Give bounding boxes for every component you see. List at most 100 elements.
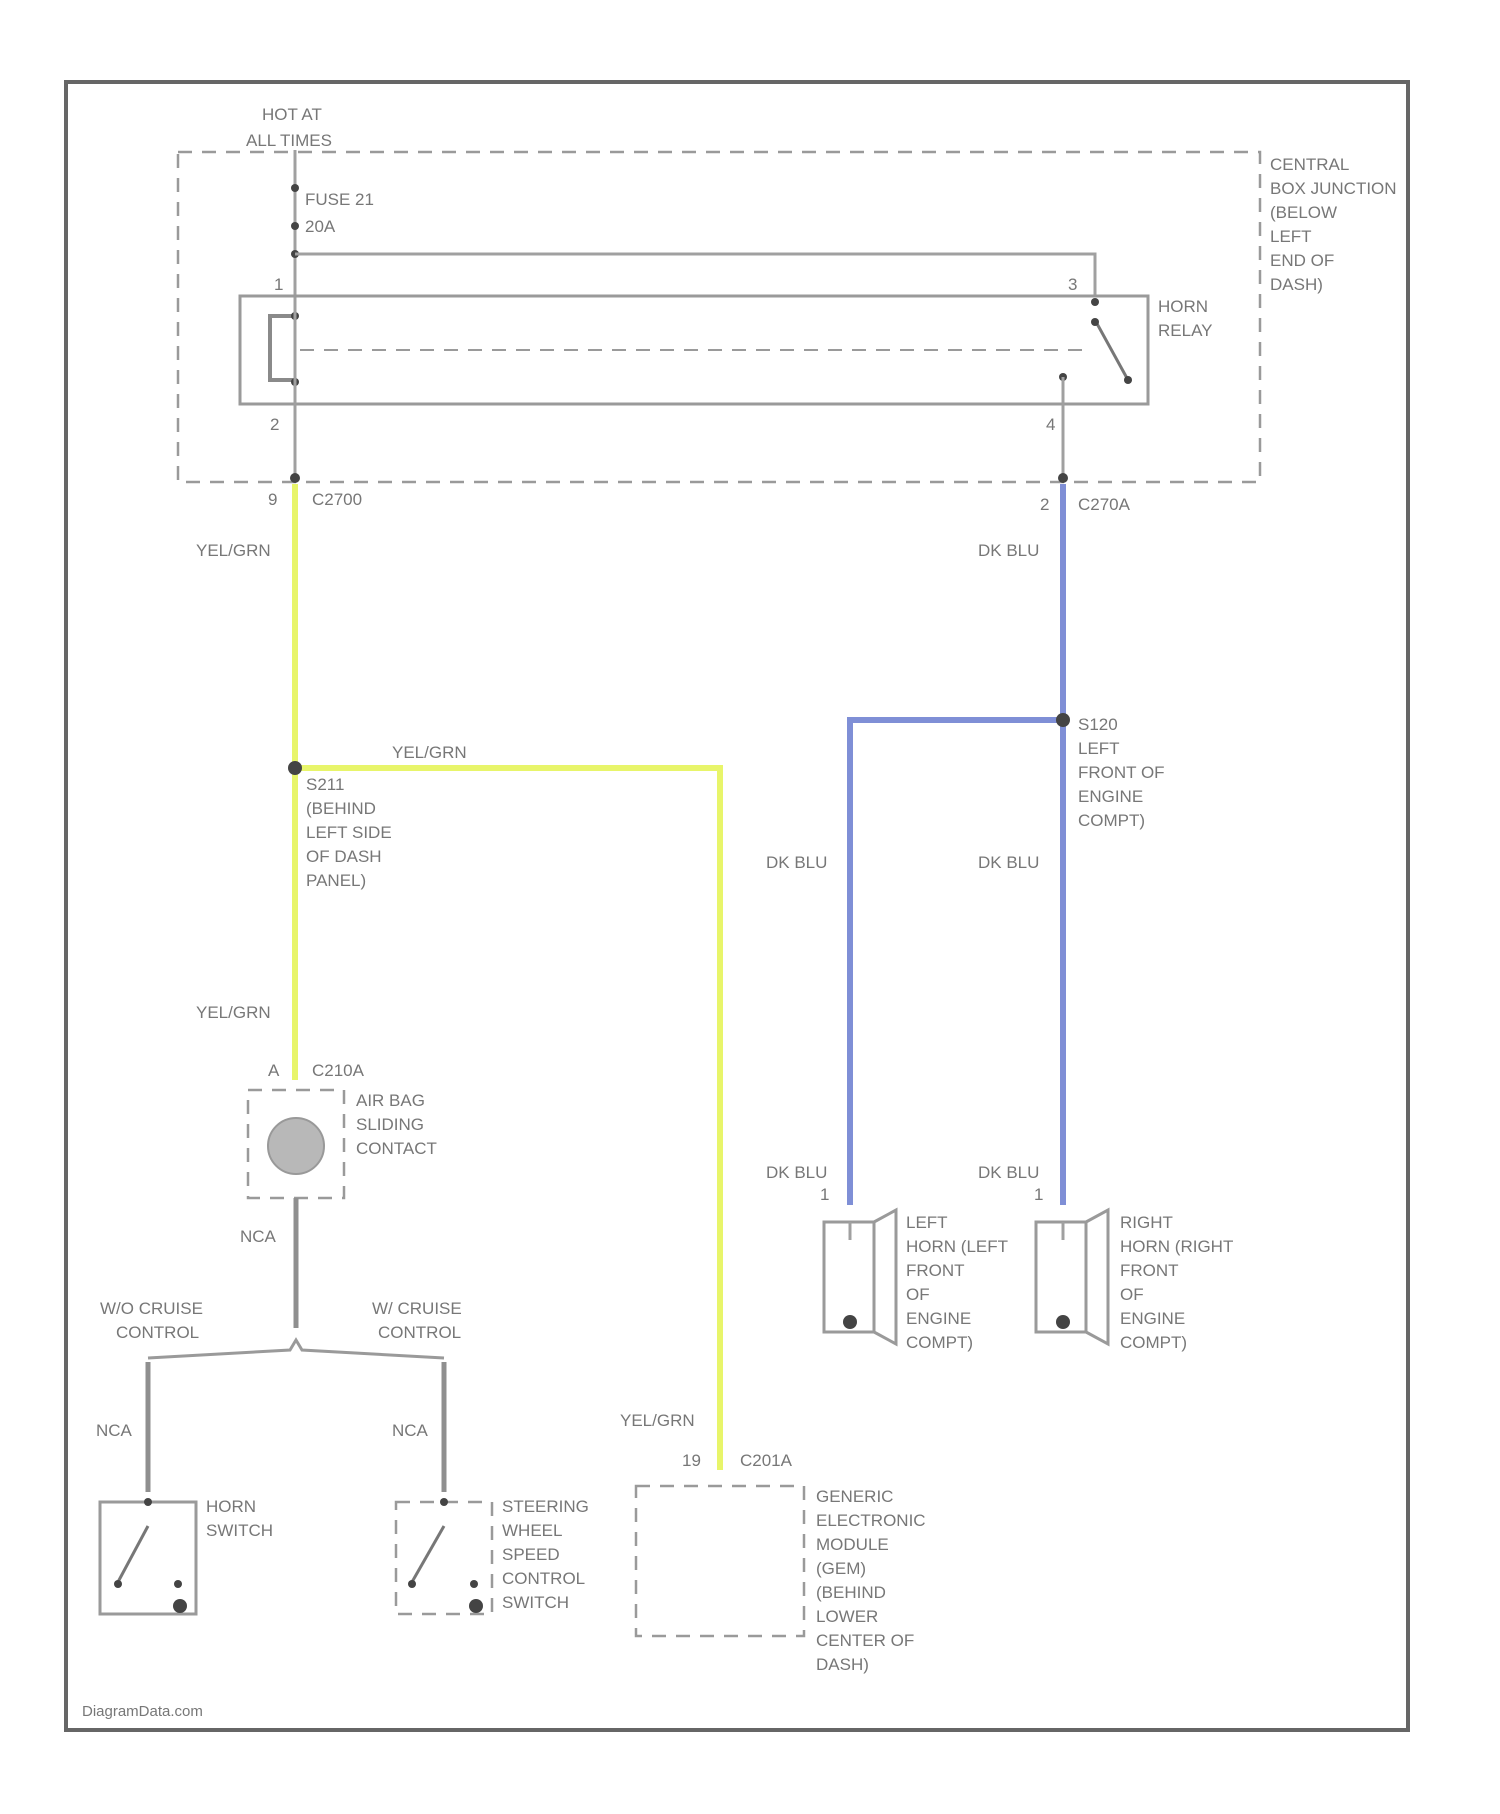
- right-horn-pin: 1: [1034, 1185, 1043, 1204]
- right-horn-label-3: FRONT: [1120, 1261, 1179, 1280]
- speed-switch-label-2: WHEEL: [502, 1521, 562, 1540]
- gem-label-8: DASH): [816, 1655, 869, 1674]
- speed-control-switch-ground: [469, 1599, 483, 1613]
- left-horn-label-5: ENGINE: [906, 1309, 971, 1328]
- junction-box-label-3: (BELOW: [1270, 203, 1337, 222]
- without-cruise-label-1: W/O CRUISE: [100, 1299, 203, 1318]
- wire-label-dk-blu-5: DK BLU: [978, 1163, 1039, 1182]
- right-horn-label-2: HORN (RIGHT: [1120, 1237, 1233, 1256]
- left-horn-label-6: COMPT): [906, 1333, 973, 1352]
- airbag-label-3: CONTACT: [356, 1139, 437, 1158]
- airbag-contact-disc: [268, 1118, 324, 1174]
- horn-relay-label-1: HORN: [1158, 297, 1208, 316]
- splice-s120-dot: [1056, 713, 1070, 727]
- junction-box-label-5: END OF: [1270, 251, 1334, 270]
- gem-label-3: MODULE: [816, 1535, 889, 1554]
- gem-label-1: GENERIC: [816, 1487, 893, 1506]
- horn-relay-label-2: RELAY: [1158, 321, 1213, 340]
- airbag-label-1: AIR BAG: [356, 1091, 425, 1110]
- wire-label-nca-3: NCA: [392, 1421, 429, 1440]
- s120-line3: FRONT OF: [1078, 763, 1165, 782]
- wire-label-yel-grn-1: YEL/GRN: [196, 541, 271, 560]
- c2700-pin: 9: [268, 490, 277, 509]
- c270a-pin: 2: [1040, 495, 1049, 514]
- wire-label-yel-grn-3: YEL/GRN: [196, 1003, 271, 1022]
- dk-blu-wire-left-horn: [850, 720, 1063, 1205]
- airbag-label-2: SLIDING: [356, 1115, 424, 1134]
- wire-label-dk-blu-1: DK BLU: [978, 541, 1039, 560]
- s120-line2: LEFT: [1078, 739, 1120, 758]
- right-horn-bell: [1086, 1210, 1108, 1344]
- relay-switch-contact: [1095, 320, 1128, 380]
- junction-box-label-1: CENTRAL: [1270, 155, 1349, 174]
- speed-control-switch-contact: [412, 1526, 444, 1582]
- horn-switch-label-1: HORN: [206, 1497, 256, 1516]
- fuse-name: FUSE 21: [305, 190, 374, 209]
- relay-pin-3: 3: [1068, 275, 1077, 294]
- junction-box-label-2: BOX JUNCTION: [1270, 179, 1397, 198]
- wire-label-dk-blu-4: DK BLU: [766, 1163, 827, 1182]
- wire-label-dk-blu-2: DK BLU: [766, 853, 827, 872]
- horn-switch-ground: [173, 1599, 187, 1613]
- left-horn-label-1: LEFT: [906, 1213, 948, 1232]
- left-horn-pin: 1: [820, 1185, 829, 1204]
- without-cruise-label-2: CONTROL: [116, 1323, 199, 1342]
- right-horn-label-1: RIGHT: [1120, 1213, 1173, 1232]
- c2700-name: C2700: [312, 490, 362, 509]
- gem-label-4: (GEM): [816, 1559, 866, 1578]
- left-horn-label-3: FRONT: [906, 1261, 965, 1280]
- right-horn-label-6: COMPT): [1120, 1333, 1187, 1352]
- wire-label-nca-2: NCA: [96, 1421, 133, 1440]
- s211-line2: (BEHIND: [306, 799, 376, 818]
- gem-label-5: (BEHIND: [816, 1583, 886, 1602]
- horn-switch-box: [100, 1502, 196, 1614]
- c210a-name: C210A: [312, 1061, 365, 1080]
- gem-label-6: LOWER: [816, 1607, 878, 1626]
- relay-pin-1: 1: [274, 275, 283, 294]
- s211-line5: PANEL): [306, 871, 366, 890]
- c201a-pin: 19: [682, 1451, 701, 1470]
- s211-line3: LEFT SIDE: [306, 823, 392, 842]
- speed-switch-label-4: CONTROL: [502, 1569, 585, 1588]
- source-label-line1: HOT AT: [262, 105, 322, 124]
- horn-switch-label-2: SWITCH: [206, 1521, 273, 1540]
- junction-box-label-6: DASH): [1270, 275, 1323, 294]
- s120-line5: COMPT): [1078, 811, 1145, 830]
- relay-coil: [270, 316, 295, 380]
- splice-s211-dot: [288, 761, 302, 775]
- gem-box: [636, 1486, 804, 1636]
- source-label-line2: ALL TIMES: [246, 131, 332, 150]
- relay-pin-4: 4: [1046, 415, 1055, 434]
- with-cruise-label-1: W/ CRUISE: [372, 1299, 462, 1318]
- s120-line4: ENGINE: [1078, 787, 1143, 806]
- gem-label-2: ELECTRONIC: [816, 1511, 926, 1530]
- c270a-name: C270A: [1078, 495, 1131, 514]
- relay-pin-2: 2: [270, 415, 279, 434]
- left-horn-label-2: HORN (LEFT: [906, 1237, 1008, 1256]
- speed-switch-label-3: SPEED: [502, 1545, 560, 1564]
- with-cruise-label-2: CONTROL: [378, 1323, 461, 1342]
- wire-label-yel-grn-2: YEL/GRN: [392, 743, 467, 762]
- right-horn-ground: [1056, 1315, 1070, 1329]
- speed-control-switch-box: [396, 1502, 492, 1614]
- horn-switch-contact: [118, 1526, 148, 1582]
- right-horn-label-4: OF: [1120, 1285, 1144, 1304]
- branch-bracket: [148, 1340, 444, 1358]
- junction-box-label-4: LEFT: [1270, 227, 1312, 246]
- watermark: DiagramData.com: [82, 1703, 203, 1720]
- c201a-name: C201A: [740, 1451, 793, 1470]
- wire-label-nca-1: NCA: [240, 1227, 277, 1246]
- left-horn-label-4: OF: [906, 1285, 930, 1304]
- s211-line4: OF DASH: [306, 847, 382, 866]
- wire-label-dk-blu-3: DK BLU: [978, 853, 1039, 872]
- fuse-rating: 20A: [305, 217, 336, 236]
- s211-line1: S211: [306, 775, 344, 794]
- c210a-pin: A: [268, 1061, 280, 1080]
- left-horn-ground: [843, 1315, 857, 1329]
- gem-label-7: CENTER OF: [816, 1631, 914, 1650]
- speed-switch-label-1: STEERING: [502, 1497, 589, 1516]
- left-horn-bell: [874, 1210, 896, 1344]
- speed-switch-label-5: SWITCH: [502, 1593, 569, 1612]
- wire-label-yel-grn-4: YEL/GRN: [620, 1411, 695, 1430]
